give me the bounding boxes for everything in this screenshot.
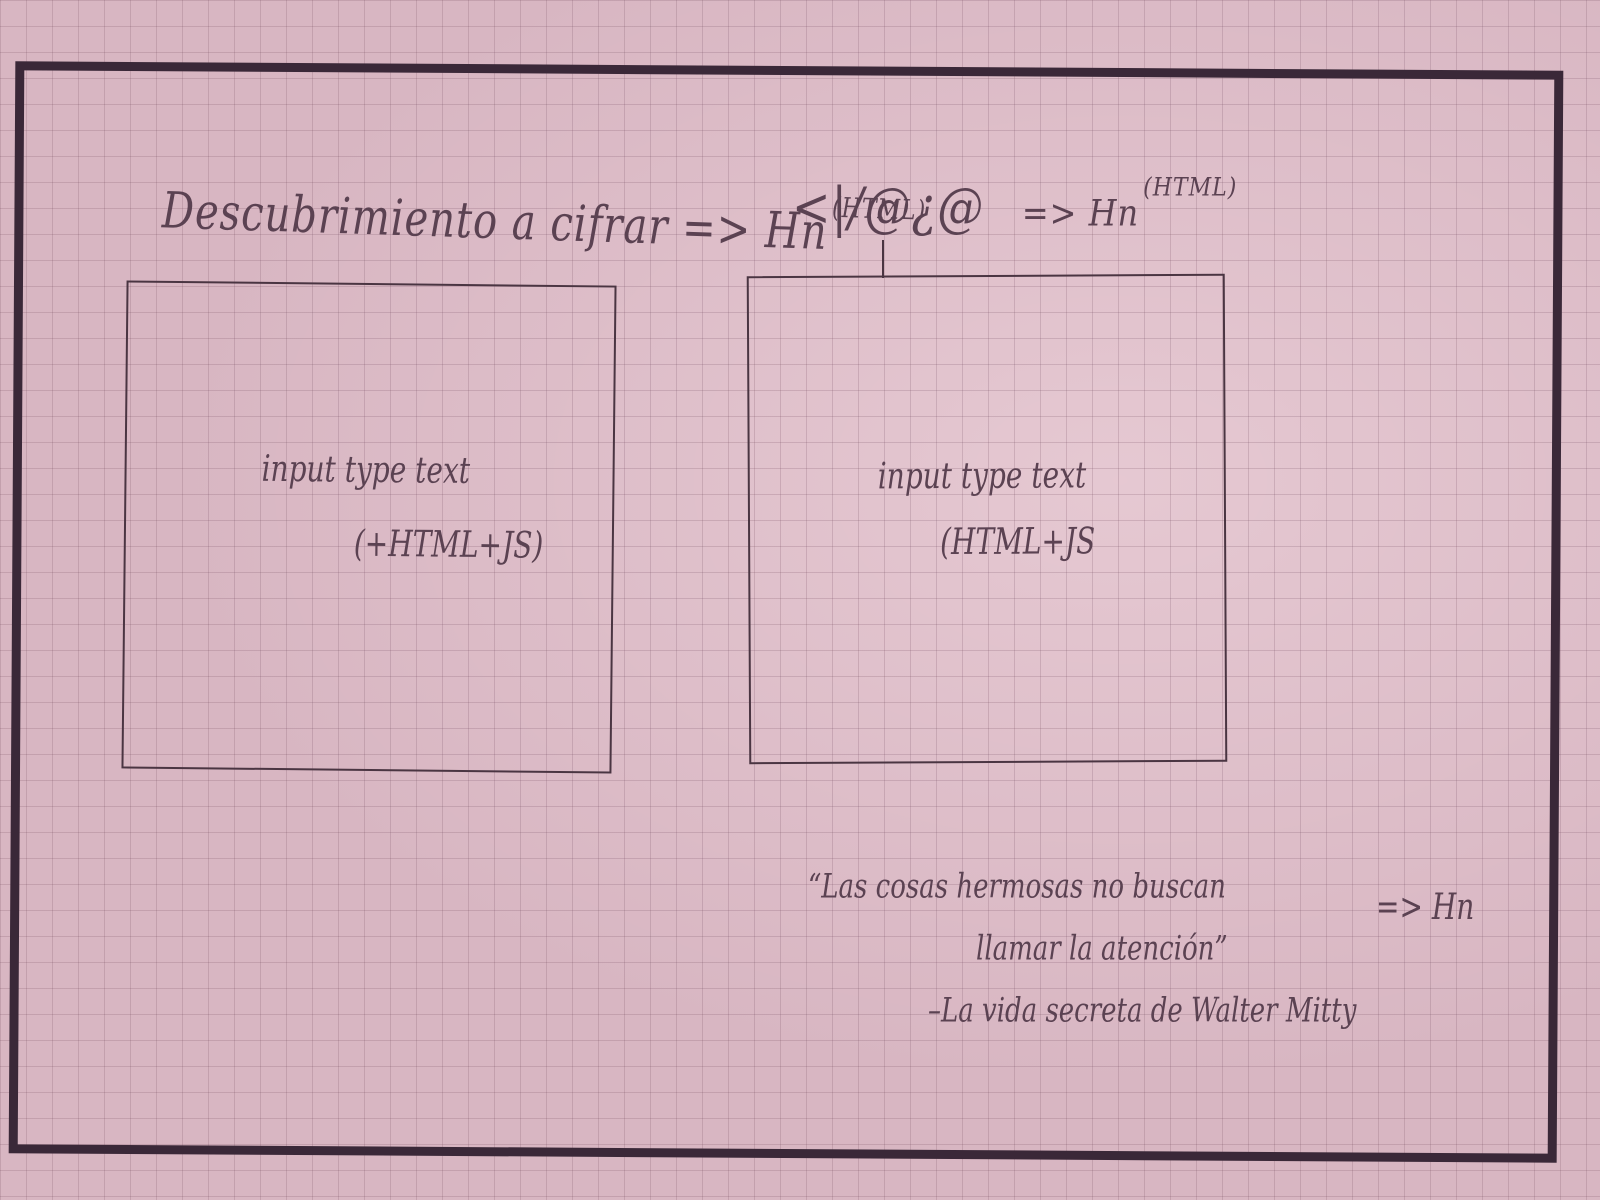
left-text-input[interactable]: input type text (+HTML+JS) <box>121 280 617 774</box>
header-right: <|/@¿@ => Hn(HTML) <box>792 173 1238 239</box>
header-right-tag: (HTML) <box>1143 173 1238 203</box>
right-input-label: input type text <box>877 453 1087 498</box>
quote-line-2: llamar la atención” <box>976 929 1228 969</box>
header-right-arrow: => Hn <box>1021 190 1140 235</box>
right-input-tech: (HTML+JS <box>940 519 1096 564</box>
left-input-label: input type text <box>261 446 471 493</box>
quote-arrow: => Hn <box>1376 885 1475 928</box>
left-input-tech: (+HTML+JS) <box>353 521 544 567</box>
right-text-input[interactable]: input type text (HTML+JS <box>746 273 1228 765</box>
header-right-text: <|/@¿@ <box>792 175 985 239</box>
quote-attribution: –La vida secreta de Walter Mitty <box>928 991 1357 1031</box>
quote-line-1: “Las cosas hermosas no buscan <box>808 867 1226 907</box>
header-connector-line <box>882 240 884 278</box>
